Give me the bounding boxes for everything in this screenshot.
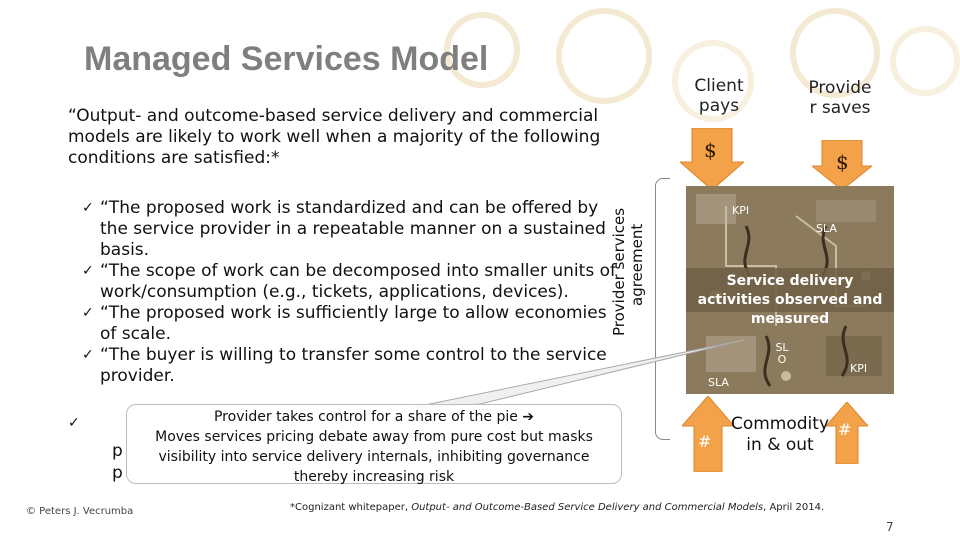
kpi-label: KPI (732, 204, 750, 217)
condition-item: ✓ “The buyer is willing to transfer some … (68, 345, 628, 387)
circuit-board-image: KPI SLA SL O KPI SLA (686, 186, 894, 394)
callout-line4: thereby increasing risk (293, 469, 455, 485)
intro-text: “Output- and outcome-based service deliv… (68, 106, 601, 168)
decorative-circle (556, 8, 652, 104)
check-icon: ✓ (82, 200, 94, 216)
client-dollar-label: $ (704, 138, 717, 162)
callout-line2: Moves services pricing debate away from … (155, 429, 593, 445)
callout-box: Provider takes control for a share of th… (126, 404, 622, 485)
service-delivery-text: Service delivery activities observed and… (697, 273, 883, 327)
provider-saves-arrow (812, 140, 872, 190)
callout-line1: Provider takes control for a share of th… (213, 409, 535, 425)
client-pays-arrow (680, 128, 744, 190)
client-pays-label: Client pays (694, 76, 744, 116)
commodity-up-arrow (826, 402, 868, 464)
sla-label: SLA (816, 222, 837, 235)
bullet-peek-text: p (112, 441, 123, 461)
copyright: © Peters J. Vecrumba (26, 506, 134, 517)
condition-text: “The buyer is willing to transfer some c… (100, 345, 607, 386)
decorative-circle (444, 12, 520, 88)
provider-saves-label: Provide r saves (808, 78, 872, 118)
agreement-bracket (655, 178, 670, 440)
circuit-board-graphic (686, 186, 894, 394)
footnote-prefix: *Cognizant whitepaper, (290, 502, 412, 513)
hash-label: # (698, 432, 712, 451)
kpi-label: KPI (850, 362, 868, 375)
decorative-circle (890, 26, 960, 96)
callout-line3: visibility into service delivery interna… (158, 449, 590, 465)
slo-label: SL O (775, 341, 789, 366)
bullet-peek-text: p (112, 463, 123, 483)
condition-text: “The scope of work can be decomposed int… (100, 261, 616, 302)
condition-item: ✓ “The proposed work is standardized and … (68, 198, 628, 261)
check-icon: ✓ (82, 263, 94, 279)
condition-text: “The proposed work is sufficiently large… (100, 303, 607, 344)
check-icon: ✓ (82, 305, 94, 321)
condition-item: ✓ “The proposed work is sufficiently larg… (68, 303, 628, 345)
decorative-circle (790, 8, 880, 98)
condition-item: ✓ “The scope of work can be decomposed in… (68, 261, 628, 303)
commodity-label: Commodity in & out (730, 414, 830, 455)
sla-label: SLA (708, 376, 729, 389)
footnote: *Cognizant whitepaper, Output- and Outco… (290, 502, 824, 513)
hash-label: # (838, 420, 852, 439)
footnote-suffix: , April 2014. (763, 502, 825, 513)
slide-title: Managed Services Model (84, 40, 489, 78)
provider-dollar-label: $ (836, 150, 849, 174)
page-number: 7 (886, 520, 894, 534)
check-icon: ✓ (82, 347, 94, 363)
hash-up-arrow (682, 396, 734, 472)
decorative-circle (672, 40, 754, 122)
condition-text: “The proposed work is standardized and c… (100, 198, 606, 260)
check-icon: ✓ (68, 415, 80, 431)
conditions-list: ✓ “The proposed work is standardized and … (68, 198, 628, 387)
footnote-title: Output- and Outcome-Based Service Delive… (411, 502, 764, 513)
